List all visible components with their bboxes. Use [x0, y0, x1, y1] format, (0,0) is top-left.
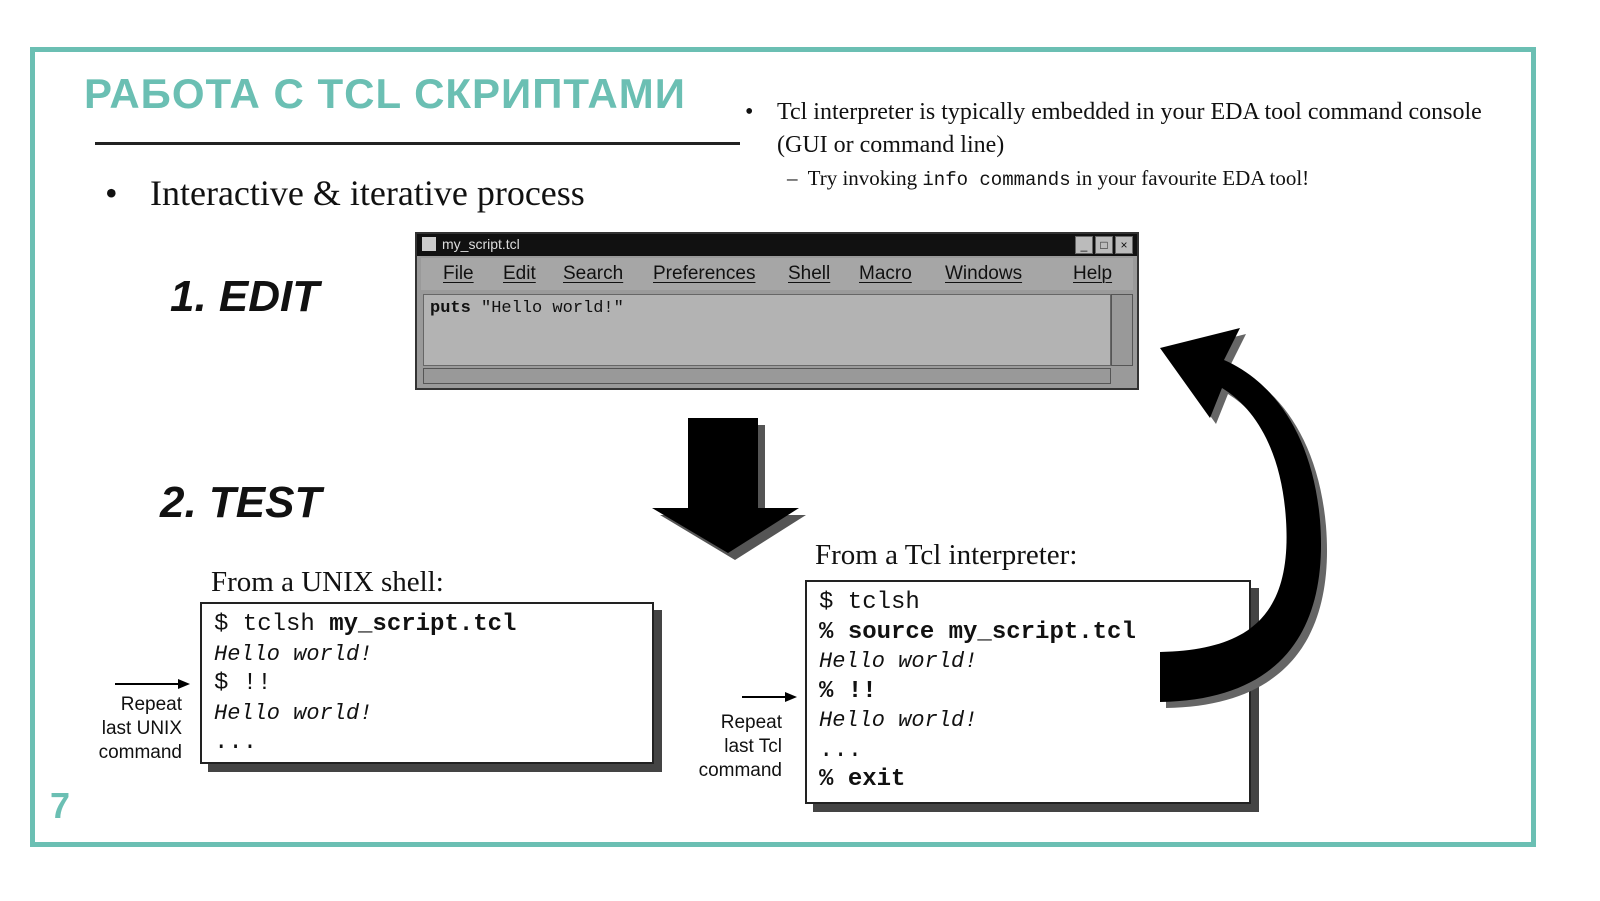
close-icon[interactable]: × — [1115, 236, 1133, 254]
line-prefix: % — [819, 766, 848, 793]
terminal-line: % !! — [819, 677, 1237, 707]
editor-titlebar: my_script.tcl _ □ × — [417, 234, 1137, 256]
window-menu-icon[interactable] — [422, 237, 436, 251]
line-command: exit — [847, 766, 906, 793]
main-bullet-text: Interactive & iterative process — [150, 173, 585, 213]
line-prefix: % — [819, 618, 848, 646]
menu-preferences[interactable]: Preferences — [653, 263, 756, 284]
sub-bullet-code: info commands — [922, 169, 1071, 191]
editor-code-line: puts "Hello world!" — [430, 299, 624, 318]
line-command: my_script.tcl — [329, 611, 517, 638]
menu-windows[interactable]: Windows — [945, 263, 1023, 284]
down-arrow-icon — [652, 418, 799, 553]
title-underline — [95, 142, 740, 145]
editor-menubar: File Edit Search Preferences Shell Macro… — [421, 258, 1133, 290]
minimize-icon[interactable]: _ — [1075, 236, 1093, 254]
code-string: "Hello world!" — [481, 299, 624, 318]
terminal-line: % source my_script.tcl — [819, 618, 1237, 648]
note-line: command — [698, 760, 782, 781]
sub-bullet-suffix: in your favourite EDA tool! — [1075, 166, 1310, 190]
terminal-ellipsis: ... — [819, 736, 863, 764]
tcl-interpreter-label: From a Tcl interpreter: — [815, 539, 1078, 571]
terminal-line: $ !! — [214, 670, 272, 697]
note-line: last UNIX — [101, 718, 182, 739]
line-command: !! — [847, 677, 877, 705]
editor-window-title: my_script.tcl — [442, 236, 520, 252]
sub-bullet: – Try invoking info commands in your fav… — [787, 166, 1309, 191]
sub-bullet-prefix: Try invoking — [807, 166, 918, 190]
right-bullet: • Tcl interpreter is typically embedded … — [745, 96, 1515, 162]
note-line: Repeat — [120, 694, 182, 715]
terminal-ellipsis: ... — [214, 729, 258, 756]
note-line: Repeat — [720, 712, 782, 733]
right-bullet-text: Tcl interpreter is typically embedded in… — [777, 99, 1482, 158]
editor-window: my_script.tcl _ □ × File Edit Search Pre… — [415, 232, 1139, 390]
terminal-output: Hello world! — [214, 641, 373, 667]
dash-icon: – — [787, 166, 798, 190]
step-edit-label: 1. EDIT — [170, 272, 320, 321]
menu-search[interactable]: Search — [563, 263, 624, 284]
terminal-line: % exit — [819, 765, 1237, 795]
note-line: command — [98, 742, 182, 763]
menu-macro[interactable]: Macro — [859, 263, 912, 284]
vertical-scrollbar[interactable] — [1111, 294, 1133, 366]
bullet-dot-icon: • — [745, 99, 754, 125]
line-prefix: $ tclsh — [214, 611, 330, 638]
horizontal-scrollbar[interactable] — [423, 368, 1111, 384]
slide-frame — [30, 47, 1536, 847]
terminal-line: $ tclsh my_script.tcl — [214, 610, 640, 640]
unix-shell-label: From a UNIX shell: — [211, 566, 444, 598]
terminal-output: Hello world! — [214, 700, 373, 726]
repeat-tcl-note: Repeat last Tcl command — [688, 711, 782, 783]
menu-file[interactable]: File — [443, 263, 474, 284]
main-bullet: • Interactive & iterative process — [105, 172, 585, 214]
code-keyword: puts — [430, 299, 471, 318]
terminal-output: Hello world! — [819, 649, 978, 674]
menu-help[interactable]: Help — [1073, 263, 1113, 284]
step-test-label: 2. TEST — [160, 478, 322, 527]
menu-edit[interactable]: Edit — [503, 263, 536, 284]
terminal-line: $ tclsh — [819, 589, 920, 616]
menu-shell[interactable]: Shell — [788, 263, 831, 284]
note-line: last Tcl — [724, 736, 782, 757]
line-command: source my_script.tcl — [847, 618, 1136, 646]
repeat-unix-note: Repeat last UNIX command — [88, 693, 182, 765]
slide-title: РАБОТА С TCL СКРИПТАМИ — [84, 70, 686, 117]
maximize-icon[interactable]: □ — [1095, 236, 1113, 254]
page-number: 7 — [50, 785, 71, 826]
line-prefix: % — [819, 677, 848, 705]
unix-shell-terminal: $ tclsh my_script.tcl Hello world! $ !! … — [200, 602, 654, 764]
editor-text-area[interactable]: puts "Hello world!" — [423, 294, 1111, 366]
terminal-output: Hello world! — [819, 708, 978, 733]
bullet-dot-icon: • — [105, 173, 118, 213]
window-buttons: _ □ × — [1075, 236, 1133, 254]
return-arrow-icon — [1160, 328, 1322, 702]
